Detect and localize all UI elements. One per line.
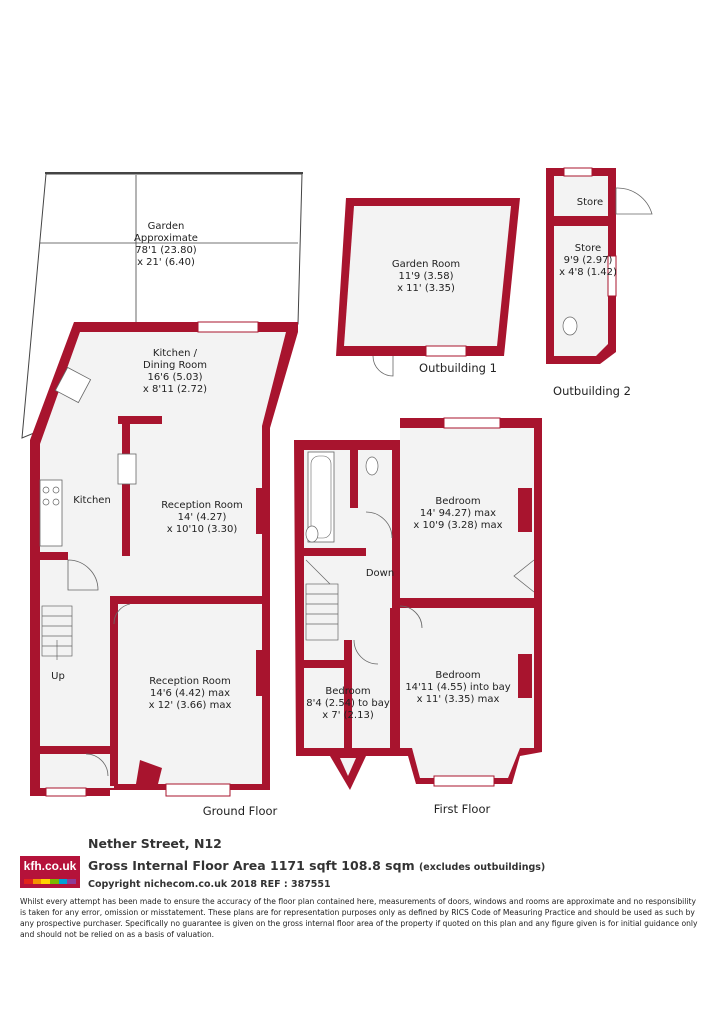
down-label: Down	[366, 568, 394, 579]
svg-text:x 21' (6.40): x 21' (6.40)	[137, 257, 195, 268]
svg-text:x 10'10 (3.30): x 10'10 (3.30)	[167, 524, 238, 535]
svg-text:Store: Store	[575, 243, 601, 254]
svg-text:x 11' (3.35): x 11' (3.35)	[397, 283, 455, 294]
svg-text:Dining Room: Dining Room	[143, 360, 207, 371]
floor-plan: Garden Approximate 78'1 (23.80) x 21' (6…	[21, 167, 653, 818]
bedroom-3-label: Bedroom 8'4 (2.54) to bay x 7' (2.13)	[306, 686, 390, 721]
svg-text:14'11 (4.55) into bay: 14'11 (4.55) into bay	[405, 682, 510, 693]
kfh-logo: kfh.co.uk	[20, 856, 80, 888]
svg-text:8'4 (2.54) to bay: 8'4 (2.54) to bay	[306, 698, 390, 709]
gross-internal-area: Gross Internal Floor Area 1171 sqft 108.…	[88, 858, 546, 873]
address: Nether Street, N12	[88, 836, 222, 851]
svg-text:x 10'9 (3.28) max: x 10'9 (3.28) max	[413, 520, 502, 531]
ground-floor-label: Ground Floor	[203, 804, 278, 818]
svg-text:78'1 (23.80): 78'1 (23.80)	[135, 245, 197, 256]
kitchen-dining-label: Kitchen / Dining Room 16'6 (5.03) x 8'11…	[143, 348, 207, 395]
svg-text:14' 94.27) max: 14' 94.27) max	[420, 508, 496, 519]
garden-label: Garden Approximate 78'1 (23.80) x 21' (6…	[134, 221, 198, 268]
svg-text:Kitchen /: Kitchen /	[153, 348, 198, 359]
outbuilding-1-label: Outbuilding 1	[419, 361, 497, 375]
ground-floor	[30, 321, 298, 797]
svg-text:x 11' (3.35) max: x 11' (3.35) max	[417, 694, 500, 705]
svg-text:14'6 (4.42) max: 14'6 (4.42) max	[150, 688, 230, 699]
garden-room-label: Garden Room 11'9 (3.58) x 11' (3.35)	[392, 259, 460, 294]
svg-text:Bedroom: Bedroom	[325, 686, 370, 697]
svg-text:Approximate: Approximate	[134, 233, 198, 244]
svg-text:x 12' (3.66) max: x 12' (3.66) max	[149, 700, 232, 711]
reception-room-1-label: Reception Room 14' (4.27) x 10'10 (3.30)	[161, 500, 242, 535]
svg-text:16'6 (5.03): 16'6 (5.03)	[147, 372, 202, 383]
svg-text:Bedroom: Bedroom	[435, 496, 480, 507]
svg-text:14' (4.27): 14' (4.27)	[178, 512, 227, 523]
svg-text:Bedroom: Bedroom	[435, 670, 480, 681]
svg-text:x 7' (2.13): x 7' (2.13)	[322, 710, 374, 721]
svg-text:11'9 (3.58): 11'9 (3.58)	[398, 271, 453, 282]
store-top-label: Store	[577, 197, 603, 208]
svg-text:x 8'11 (2.72): x 8'11 (2.72)	[143, 384, 207, 395]
svg-text:Garden: Garden	[148, 221, 185, 232]
up-label: Up	[51, 671, 65, 682]
svg-text:x 4'8 (1.42): x 4'8 (1.42)	[559, 267, 617, 278]
bedroom-1-label: Bedroom 14' 94.27) max x 10'9 (3.28) max	[413, 496, 502, 531]
disclaimer: Whilst every attempt has been made to en…	[20, 897, 698, 939]
svg-text:9'9 (2.97): 9'9 (2.97)	[564, 255, 613, 266]
outbuilding-1	[336, 198, 520, 377]
logo-stripes	[24, 879, 77, 884]
svg-text:Garden Room: Garden Room	[392, 259, 460, 270]
reception-room-2-label: Reception Room 14'6 (4.42) max x 12' (3.…	[149, 676, 232, 711]
copyright: Copyright nichecom.co.uk 2018 REF : 3875…	[88, 879, 331, 890]
first-floor	[294, 417, 542, 790]
outbuilding-2	[546, 167, 653, 364]
outbuilding-2-label: Outbuilding 2	[553, 384, 631, 398]
svg-text:Reception Room: Reception Room	[161, 500, 242, 511]
svg-text:Reception Room: Reception Room	[149, 676, 230, 687]
first-floor-label: First Floor	[434, 802, 491, 816]
bedroom-2-label: Bedroom 14'11 (4.55) into bay x 11' (3.3…	[405, 670, 510, 705]
store-label: Store 9'9 (2.97) x 4'8 (1.42)	[559, 243, 617, 278]
kitchen-label: Kitchen	[73, 495, 111, 506]
